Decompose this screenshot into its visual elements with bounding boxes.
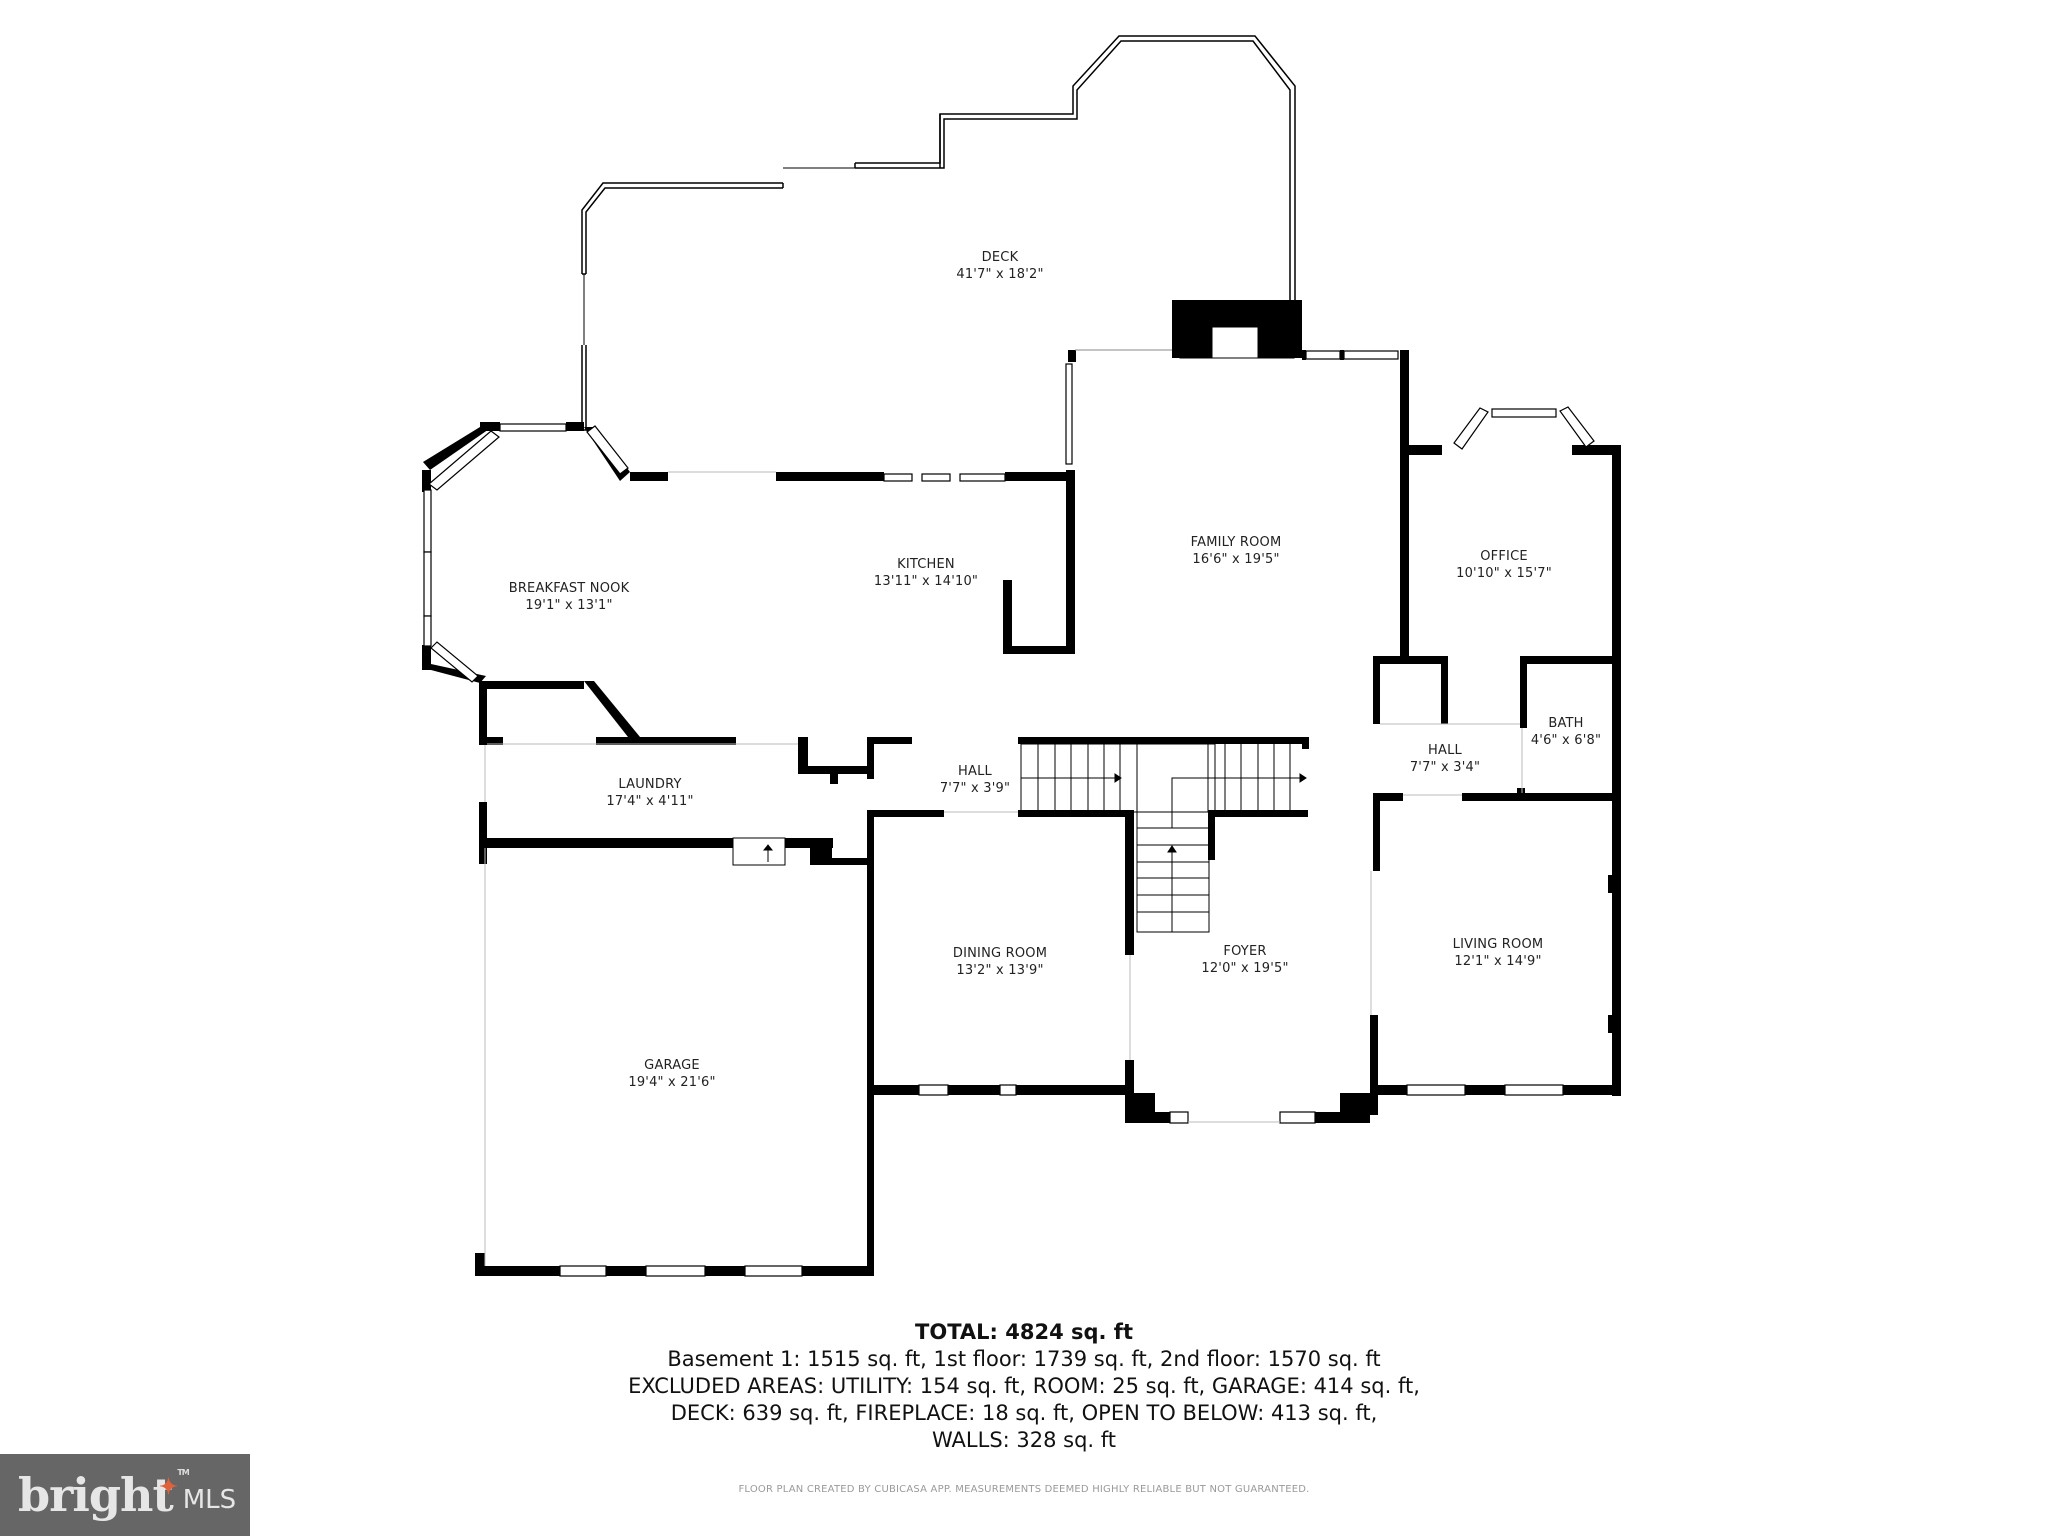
room-label-hall-west: HALL 7'7" x 3'9" (940, 763, 1010, 797)
room-name: FAMILY ROOM (1190, 535, 1282, 550)
total-area: TOTAL: 4824 sq. ft (915, 1320, 1133, 1344)
excluded-areas-3: WALLS: 328 sq. ft (931, 1428, 1117, 1452)
bright-mls-logo: bright ✦ TM MLS (0, 1454, 250, 1536)
room-dims: 13'2" x 13'9" (956, 963, 1044, 978)
walls (422, 350, 1621, 1276)
staircase (1020, 743, 1307, 933)
garage-step (732, 837, 786, 866)
room-name: BREAKFAST NOOK (508, 581, 630, 596)
logo-suffix: MLS (182, 1485, 237, 1515)
disclaimer: FLOOR PLAN CREATED BY CUBICASA APP. MEAS… (738, 1484, 1310, 1495)
fireplace-icon (1172, 300, 1302, 359)
room-label-deck: DECK 41'7" x 18'2" (956, 249, 1043, 283)
room-name: GARAGE (644, 1058, 700, 1073)
room-name: OFFICE (1480, 549, 1528, 564)
room-dims: 7'7" x 3'4" (1409, 760, 1481, 775)
room-dims: 17'4" x 4'11" (606, 794, 694, 809)
room-label-family-room: FAMILY ROOM 16'6" x 19'5" (1191, 534, 1282, 568)
windows (423, 350, 1595, 1277)
trademark: TM (177, 1468, 189, 1477)
room-dims: 13'11" x 14'10" (873, 574, 979, 589)
room-label-laundry: LAUNDRY 17'4" x 4'11" (606, 776, 693, 810)
floor-areas: Basement 1: 1515 sq. ft, 1st floor: 1739… (667, 1347, 1381, 1371)
room-name: DECK (981, 250, 1019, 265)
room-label-kitchen: KITCHEN 13'11" x 14'10" (874, 556, 978, 590)
room-label-dining-room: DINING ROOM 13'2" x 13'9" (953, 945, 1047, 979)
room-dims: 16'6" x 19'5" (1192, 552, 1280, 567)
room-dims: 19'4" x 21'6" (628, 1075, 716, 1090)
room-name: DINING ROOM (952, 946, 1048, 961)
room-label-bath: BATH 4'6" x 6'8" (1531, 715, 1601, 749)
room-name: KITCHEN (897, 557, 955, 572)
room-label-living-room: LIVING ROOM 12'1" x 14'9" (1453, 936, 1544, 970)
room-dims: 19'1" x 13'1" (525, 598, 613, 613)
room-dims: 10'10" x 15'7" (1456, 566, 1552, 581)
excluded-areas-2: DECK: 639 sq. ft, FIREPLACE: 18 sq. ft, … (670, 1401, 1378, 1425)
room-dims: 12'0" x 19'5" (1201, 961, 1289, 976)
deck-outline (581, 35, 1296, 431)
room-name: BATH (1548, 716, 1584, 731)
room-dims: 4'6" x 6'8" (1530, 733, 1602, 748)
room-name: HALL (1428, 743, 1462, 758)
room-label-office: OFFICE 10'10" x 15'7" (1456, 548, 1552, 582)
star-icon: ✦ (159, 1474, 177, 1500)
room-dims: 12'1" x 14'9" (1454, 954, 1542, 969)
room-dims: 41'7" x 18'2" (956, 267, 1044, 282)
room-label-foyer: FOYER 12'0" x 19'5" (1201, 943, 1288, 977)
room-label-garage: GARAGE 19'4" x 21'6" (628, 1057, 715, 1091)
area-summary: TOTAL: 4824 sq. ft Basement 1: 1515 sq. … (0, 1318, 2048, 1454)
openings (484, 349, 1523, 1266)
room-name: LAUNDRY (618, 777, 682, 792)
room-name: HALL (958, 764, 992, 779)
room-label-hall-east: HALL 7'7" x 3'4" (1410, 742, 1480, 776)
room-name: LIVING ROOM (1452, 937, 1544, 952)
room-name: FOYER (1223, 944, 1267, 959)
room-dims: 7'7" x 3'9" (939, 781, 1011, 796)
room-label-breakfast-nook: BREAKFAST NOOK 19'1" x 13'1" (509, 580, 630, 614)
logo-brand: bright ✦ TM (18, 1468, 190, 1522)
excluded-areas-1: EXCLUDED AREAS: UTILITY: 154 sq. ft, ROO… (628, 1374, 1420, 1398)
